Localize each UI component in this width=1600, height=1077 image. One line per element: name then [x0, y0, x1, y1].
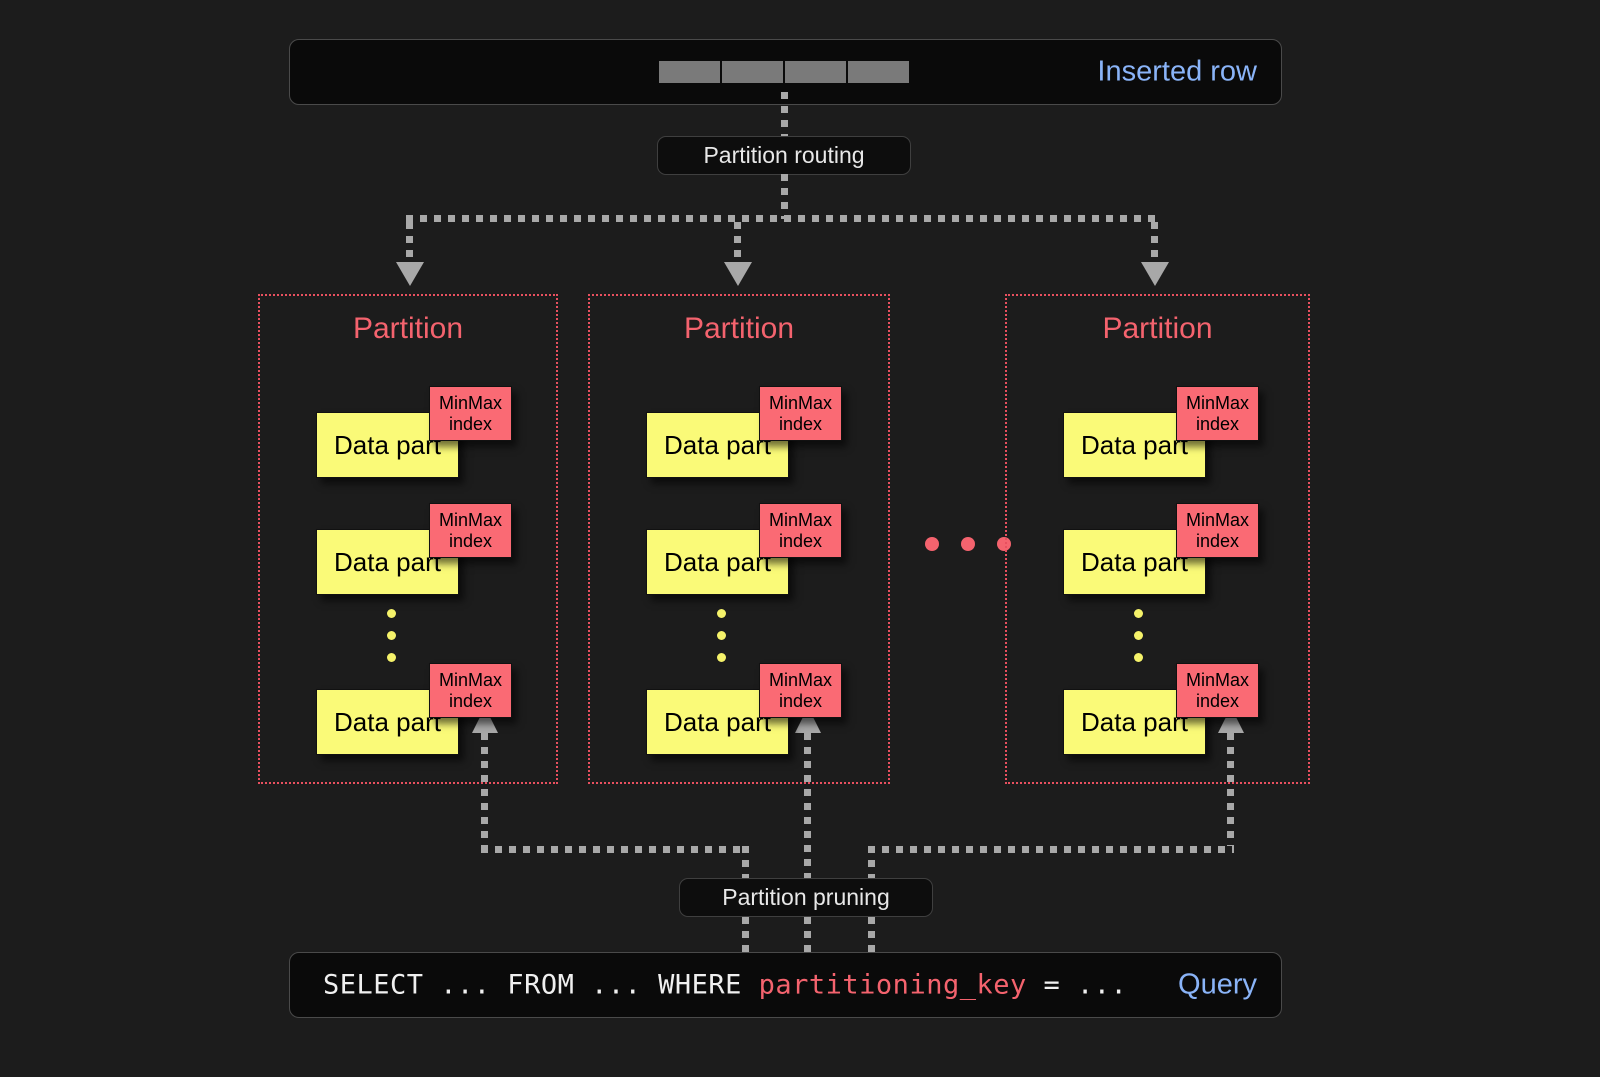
minmax-index-line1: MinMax — [1185, 510, 1249, 531]
data-part-group: Data part MinMax index — [1063, 503, 1293, 595]
data-part-group: Data part MinMax index — [316, 663, 546, 755]
minmax-index-line1: MinMax — [768, 510, 832, 531]
connector-collect-right — [868, 846, 1234, 853]
data-part-group: Data part MinMax index — [316, 503, 546, 595]
minmax-index-line2: index — [448, 413, 493, 434]
ellipsis-dot — [1134, 653, 1143, 662]
minmax-index-badge[interactable]: MinMax index — [759, 503, 842, 558]
minmax-index-line2: index — [448, 530, 493, 551]
data-part-group: Data part MinMax index — [1063, 663, 1293, 755]
inserted-row-bar: Inserted row — [289, 39, 1282, 105]
ellipsis-dot — [717, 653, 726, 662]
partition-title: Partition — [683, 312, 795, 345]
minmax-index-line1: MinMax — [768, 393, 832, 414]
ellipsis-dot — [925, 537, 939, 551]
connector-bus-to-partition-1 — [406, 222, 413, 264]
ellipsis-dot — [1134, 631, 1143, 640]
minmax-index-line1: MinMax — [1185, 670, 1249, 691]
minmax-index-line2: index — [1195, 530, 1240, 551]
data-part-group: Data part MinMax index — [646, 663, 876, 755]
connector-pruning-to-query-3 — [868, 917, 875, 953]
data-part-group: Data part MinMax index — [646, 386, 876, 478]
row-cell — [848, 61, 909, 83]
minmax-index-line2: index — [448, 690, 493, 711]
inserted-row-cells — [659, 61, 909, 83]
connector-partition-1-up — [481, 733, 488, 846]
partition-title: Partition — [352, 312, 464, 345]
connector-partition-3-up — [1227, 733, 1234, 846]
minmax-index-badge[interactable]: MinMax index — [1176, 663, 1259, 718]
ellipsis-dot — [387, 631, 396, 640]
minmax-index-line2: index — [1195, 690, 1240, 711]
ellipsis-dot — [717, 631, 726, 640]
connector-collect-left-to-pruning — [742, 846, 749, 880]
connector-collect-right-to-pruning — [868, 846, 875, 880]
connector-distribution-bus — [406, 215, 1158, 222]
minmax-index-line2: index — [778, 530, 823, 551]
ellipsis-dot — [717, 609, 726, 618]
minmax-index-line1: MinMax — [438, 393, 502, 414]
connector-bus-to-partition-2 — [734, 222, 741, 264]
minmax-index-badge[interactable]: MinMax index — [759, 663, 842, 718]
minmax-index-badge[interactable]: MinMax index — [429, 386, 512, 441]
query-label: Query — [1178, 968, 1257, 1001]
minmax-index-line2: index — [778, 413, 823, 434]
query-prefix: SELECT ... FROM ... WHERE — [323, 969, 759, 1001]
minmax-index-badge[interactable]: MinMax index — [759, 386, 842, 441]
minmax-index-badge[interactable]: MinMax index — [429, 663, 512, 718]
data-part-group: Data part MinMax index — [1063, 386, 1293, 478]
ellipsis-dot — [387, 653, 396, 662]
partition-routing-box[interactable]: Partition routing — [657, 136, 911, 175]
minmax-index-line2: index — [1195, 413, 1240, 434]
minmax-index-line1: MinMax — [768, 670, 832, 691]
minmax-index-line2: index — [778, 690, 823, 711]
query-sql-text: SELECT ... FROM ... WHERE partitioning_k… — [323, 970, 1127, 1001]
data-part-ellipsis — [1134, 609, 1143, 662]
ellipsis-dot — [1134, 609, 1143, 618]
partition-container-2: Partition Data part MinMax index Data pa… — [588, 294, 890, 784]
ellipsis-dot — [997, 537, 1011, 551]
partition-title: Partition — [1102, 312, 1213, 345]
minmax-index-badge[interactable]: MinMax index — [1176, 386, 1259, 441]
ellipsis-dot — [961, 537, 975, 551]
connector-collect-left — [481, 846, 749, 853]
minmax-index-badge[interactable]: MinMax index — [429, 503, 512, 558]
connector-partition-2-up — [804, 733, 811, 878]
connector-pruning-to-query-2 — [804, 917, 811, 953]
minmax-index-line1: MinMax — [438, 670, 502, 691]
partition-container-1: Partition Data part MinMax index Data pa… — [258, 294, 558, 784]
query-bar: SELECT ... FROM ... WHERE partitioning_k… — [289, 952, 1282, 1018]
inserted-row-label: Inserted row — [1097, 55, 1257, 88]
minmax-index-line1: MinMax — [1185, 393, 1249, 414]
data-part-ellipsis — [717, 609, 726, 662]
partition-container-3: Partition Data part MinMax index Data pa… — [1005, 294, 1310, 784]
arrowhead-down-partition-3 — [1141, 262, 1169, 286]
row-cell — [785, 61, 846, 83]
data-part[interactable]: Data part — [646, 689, 789, 755]
arrowhead-down-partition-1 — [396, 262, 424, 286]
minmax-index-badge[interactable]: MinMax index — [1176, 503, 1259, 558]
data-part-group: Data part MinMax index — [646, 503, 876, 595]
data-part-group: Data part MinMax index — [316, 386, 546, 478]
query-suffix: = ... — [1026, 969, 1128, 1001]
row-cell — [722, 61, 783, 83]
connector-routing-to-bus — [781, 174, 788, 219]
partition-pruning-box[interactable]: Partition pruning — [679, 878, 933, 917]
query-partitioning-key: partitioning_key — [758, 969, 1027, 1001]
arrowhead-down-partition-2 — [724, 262, 752, 286]
connector-row-to-routing — [781, 92, 788, 138]
ellipsis-dot — [387, 609, 396, 618]
partition-ellipsis — [925, 537, 1011, 551]
minmax-index-line1: MinMax — [438, 510, 502, 531]
connector-pruning-to-query-1 — [742, 917, 749, 953]
data-part-ellipsis — [387, 609, 396, 662]
row-cell — [659, 61, 720, 83]
connector-bus-to-partition-3 — [1151, 222, 1158, 264]
